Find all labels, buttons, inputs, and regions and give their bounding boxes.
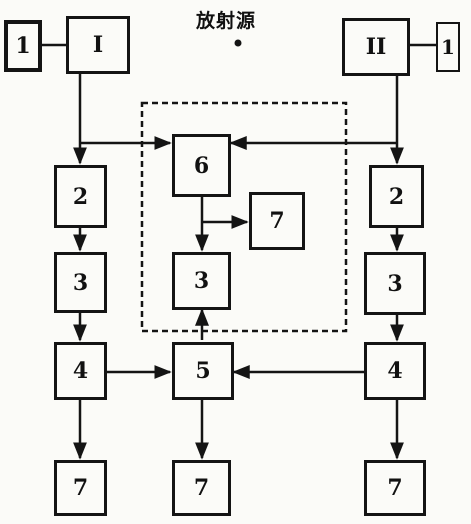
center-block-7: 7 <box>172 460 231 516</box>
right-detector-box: 1 <box>436 22 460 72</box>
channel-II-box: II <box>342 18 410 76</box>
left-block-2: 2 <box>54 165 107 228</box>
left-detector-box: 1 <box>4 20 42 72</box>
right-block-2: 2 <box>369 165 424 228</box>
left-block-7: 7 <box>54 460 107 516</box>
coincidence-enclosure <box>140 101 348 333</box>
center-block-7-side: 7 <box>249 192 305 250</box>
center-block-6: 6 <box>172 134 231 197</box>
center-block-3: 3 <box>172 252 231 310</box>
source-dot <box>234 39 242 47</box>
center-block-5: 5 <box>172 342 234 400</box>
radiation-source-label: 放射源 <box>196 10 257 32</box>
right-block-4: 4 <box>364 342 426 400</box>
left-block-3: 3 <box>54 252 107 313</box>
left-block-4: 4 <box>54 342 107 400</box>
right-block-7: 7 <box>364 460 426 516</box>
right-block-3: 3 <box>364 252 426 315</box>
channel-I-box: I <box>66 16 130 74</box>
